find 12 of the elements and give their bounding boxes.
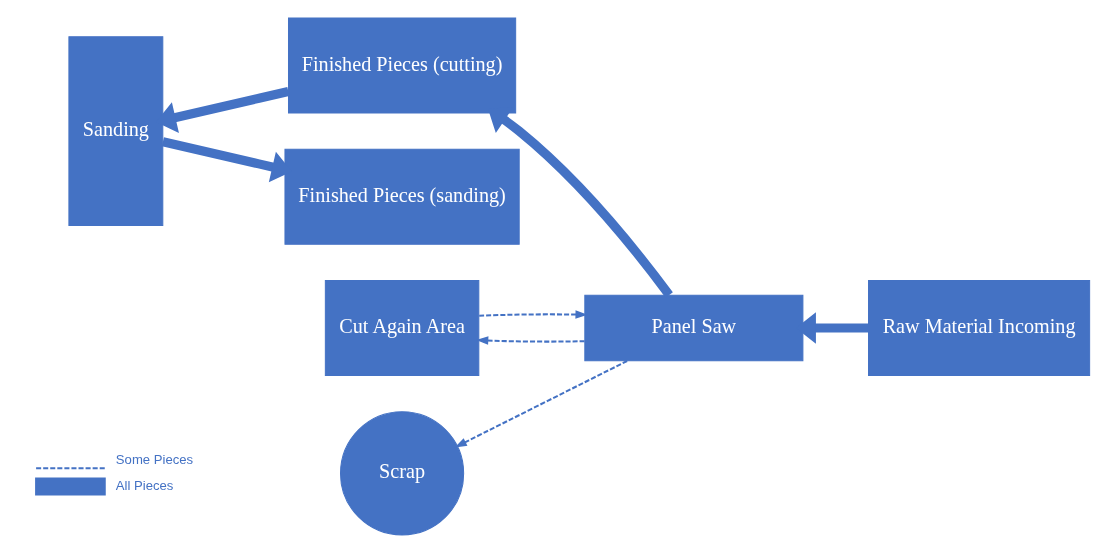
node-box: Finished Pieces (sanding) — [284, 148, 520, 245]
node-box: Raw Material Incoming — [868, 279, 1091, 376]
arrow — [479, 309, 588, 319]
legend-label: All Pieces — [115, 477, 174, 493]
node-box: Cut Again Area — [324, 279, 480, 376]
node-circle: Scrap — [340, 410, 465, 535]
legend-label: Some Pieces — [115, 451, 194, 467]
arrow — [454, 359, 628, 447]
node-box: Sanding — [68, 35, 164, 226]
arrow — [476, 335, 585, 345]
node-box: Panel Saw — [584, 294, 804, 361]
node-box: Finished Pieces (cutting) — [288, 17, 517, 113]
